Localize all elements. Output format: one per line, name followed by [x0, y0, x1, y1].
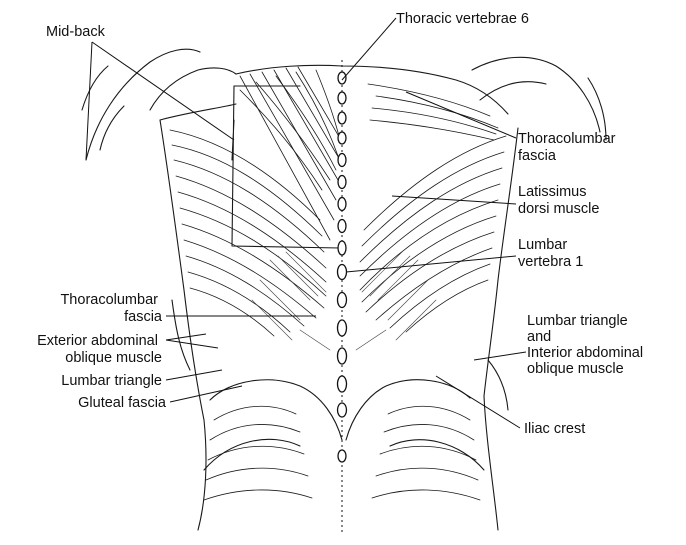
label-thoracolumbar-fascia-left: Thoracolumbar fascia: [60, 292, 162, 325]
latissimus-fibers-left: [170, 70, 340, 336]
label-thoracolumbar-fascia-right: Thoracolumbar fascia: [518, 131, 620, 164]
label-mid-back: Mid-back: [46, 24, 106, 40]
label-exterior-abdominal-oblique: Exterior abdominal oblique muscle: [37, 333, 162, 366]
spine: [338, 60, 347, 535]
label-latissimus-dorsi: Latissimus dorsi muscle: [518, 184, 599, 217]
upper-back-fibers: [240, 67, 341, 240]
latissimus-fibers-right: [360, 84, 506, 332]
leader-lines: [86, 18, 526, 428]
label-lumbar-triangle-left: Lumbar triangle: [61, 373, 162, 389]
label-iliac-crest: Iliac crest: [524, 421, 585, 437]
label-lumbar-vertebra-1: Lumbar vertebra 1: [518, 237, 583, 270]
label-gluteal-fascia: Gluteal fascia: [78, 395, 167, 411]
label-lumbar-triangle-interior-oblique: Lumbar triangle and Interior abdominal o…: [527, 313, 647, 377]
label-thoracic-vertebrae-6: Thoracic vertebrae 6: [396, 11, 529, 27]
